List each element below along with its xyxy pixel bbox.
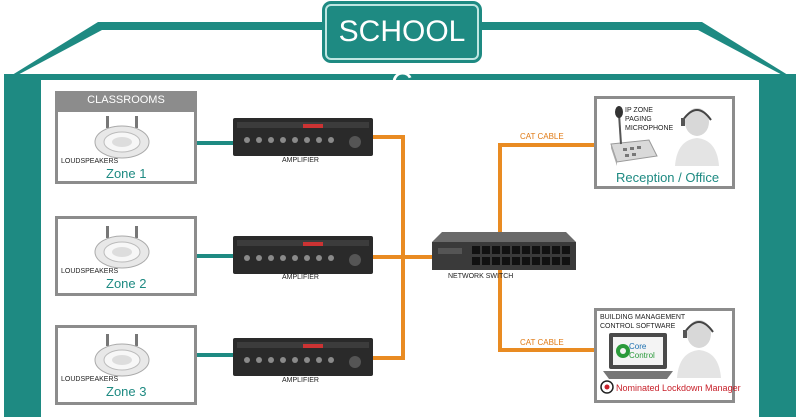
loudspeaker-icon bbox=[94, 116, 150, 159]
laptop-icon bbox=[603, 333, 673, 379]
cat-cable-label-top: CAT CABLE bbox=[520, 132, 564, 141]
building-wall-left bbox=[36, 78, 41, 417]
classrooms-header: CLASSROOMS bbox=[55, 91, 197, 110]
amp-label-1: AMPLIFIER bbox=[282, 157, 319, 164]
paging-microphone-icon bbox=[610, 106, 658, 166]
loudspeaker-icon bbox=[94, 334, 150, 377]
person-icon bbox=[675, 108, 719, 166]
network-switch-icon bbox=[432, 232, 576, 270]
bms-label-2: CONTROL SOFTWARE bbox=[600, 323, 676, 330]
person-icon bbox=[677, 320, 721, 378]
speaker-label-3: LOUDSPEAKERS bbox=[61, 376, 119, 383]
lockdown-manager-label: Nominated Lockdown Manager bbox=[616, 383, 741, 393]
bms-label-1: BUILDING MANAGEMENT bbox=[600, 314, 686, 321]
core-control-logo-line-2: Control bbox=[629, 351, 655, 360]
amp-label-2: AMPLIFIER bbox=[282, 274, 319, 281]
speaker-label-2: LOUDSPEAKERS bbox=[61, 268, 119, 275]
zone-label-1: Zone 1 bbox=[106, 166, 147, 181]
amplifier-icon bbox=[233, 118, 373, 156]
lockdown-alert-icon bbox=[600, 380, 614, 394]
amplifier-icon bbox=[233, 338, 373, 376]
zone-label-3: Zone 3 bbox=[106, 384, 147, 399]
loudspeaker-icon bbox=[94, 226, 150, 269]
cat-cables bbox=[372, 135, 608, 360]
amplifier-icon bbox=[233, 236, 373, 274]
building-wall-right bbox=[759, 78, 764, 417]
speaker-label-1: LOUDSPEAKERS bbox=[61, 158, 119, 165]
device-label-2: PAGING bbox=[625, 116, 652, 123]
switch-label: NETWORK SWITCH bbox=[448, 273, 514, 280]
device-label-1: IP ZONE bbox=[625, 107, 653, 114]
school-title: SCHOOL C bbox=[325, 4, 479, 100]
cat-cable-label-bottom: CAT CABLE bbox=[520, 338, 564, 347]
reception-label: Reception / Office bbox=[616, 170, 720, 185]
zone-label-2: Zone 2 bbox=[106, 276, 147, 291]
amp-label-3: AMPLIFIER bbox=[282, 377, 319, 384]
core-control-logo-line-1: Core bbox=[629, 342, 647, 351]
device-label-3: MICROPHONE bbox=[625, 125, 674, 132]
building-eave bbox=[4, 74, 796, 80]
